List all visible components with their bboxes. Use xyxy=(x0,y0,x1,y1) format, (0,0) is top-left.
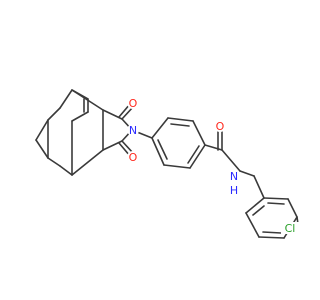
atom-halo xyxy=(127,97,139,109)
bond xyxy=(258,236,285,239)
bond xyxy=(151,117,169,139)
bond xyxy=(121,106,134,120)
bond xyxy=(121,140,134,154)
bond xyxy=(267,202,285,205)
bond xyxy=(151,137,165,166)
bond xyxy=(71,149,104,176)
atom-halo xyxy=(127,124,139,136)
bond xyxy=(287,198,298,218)
bond xyxy=(35,119,49,141)
bond xyxy=(263,197,289,200)
bond xyxy=(189,144,206,169)
bond xyxy=(245,212,260,238)
bond xyxy=(71,89,104,111)
bond xyxy=(71,111,89,122)
bond xyxy=(47,157,61,167)
bond xyxy=(192,120,206,146)
bond xyxy=(35,139,49,159)
atom-halo xyxy=(228,184,240,196)
bond xyxy=(59,165,73,176)
bond xyxy=(239,170,255,177)
chlorine-label: Cl xyxy=(285,222,296,235)
bond xyxy=(253,175,265,199)
bond xyxy=(167,117,194,122)
bond xyxy=(252,205,265,216)
oxygen-lower-label: O xyxy=(129,151,138,164)
structure-canvas: O O N O N H Cl xyxy=(35,89,299,239)
bond xyxy=(157,139,168,160)
amide-hydrogen-label: H xyxy=(230,184,238,197)
bond xyxy=(59,89,73,109)
atom-halo xyxy=(281,222,299,234)
bond xyxy=(170,123,190,127)
molecule-drawing: O O N O N H Cl xyxy=(35,89,299,239)
bond xyxy=(262,231,282,234)
amide-oxygen-label: O xyxy=(216,120,225,133)
bond xyxy=(47,107,61,121)
bond xyxy=(163,164,191,169)
amide-nitrogen-label: N xyxy=(230,170,238,183)
atom-halo xyxy=(127,151,139,163)
bond xyxy=(221,149,241,172)
atom-halo xyxy=(214,120,226,132)
bond xyxy=(245,197,265,214)
oxygen-upper-label: O xyxy=(129,97,138,110)
atom-halo xyxy=(228,170,240,182)
bond xyxy=(187,145,200,164)
imide-nitrogen-label: N xyxy=(129,124,137,137)
bond xyxy=(204,144,223,151)
